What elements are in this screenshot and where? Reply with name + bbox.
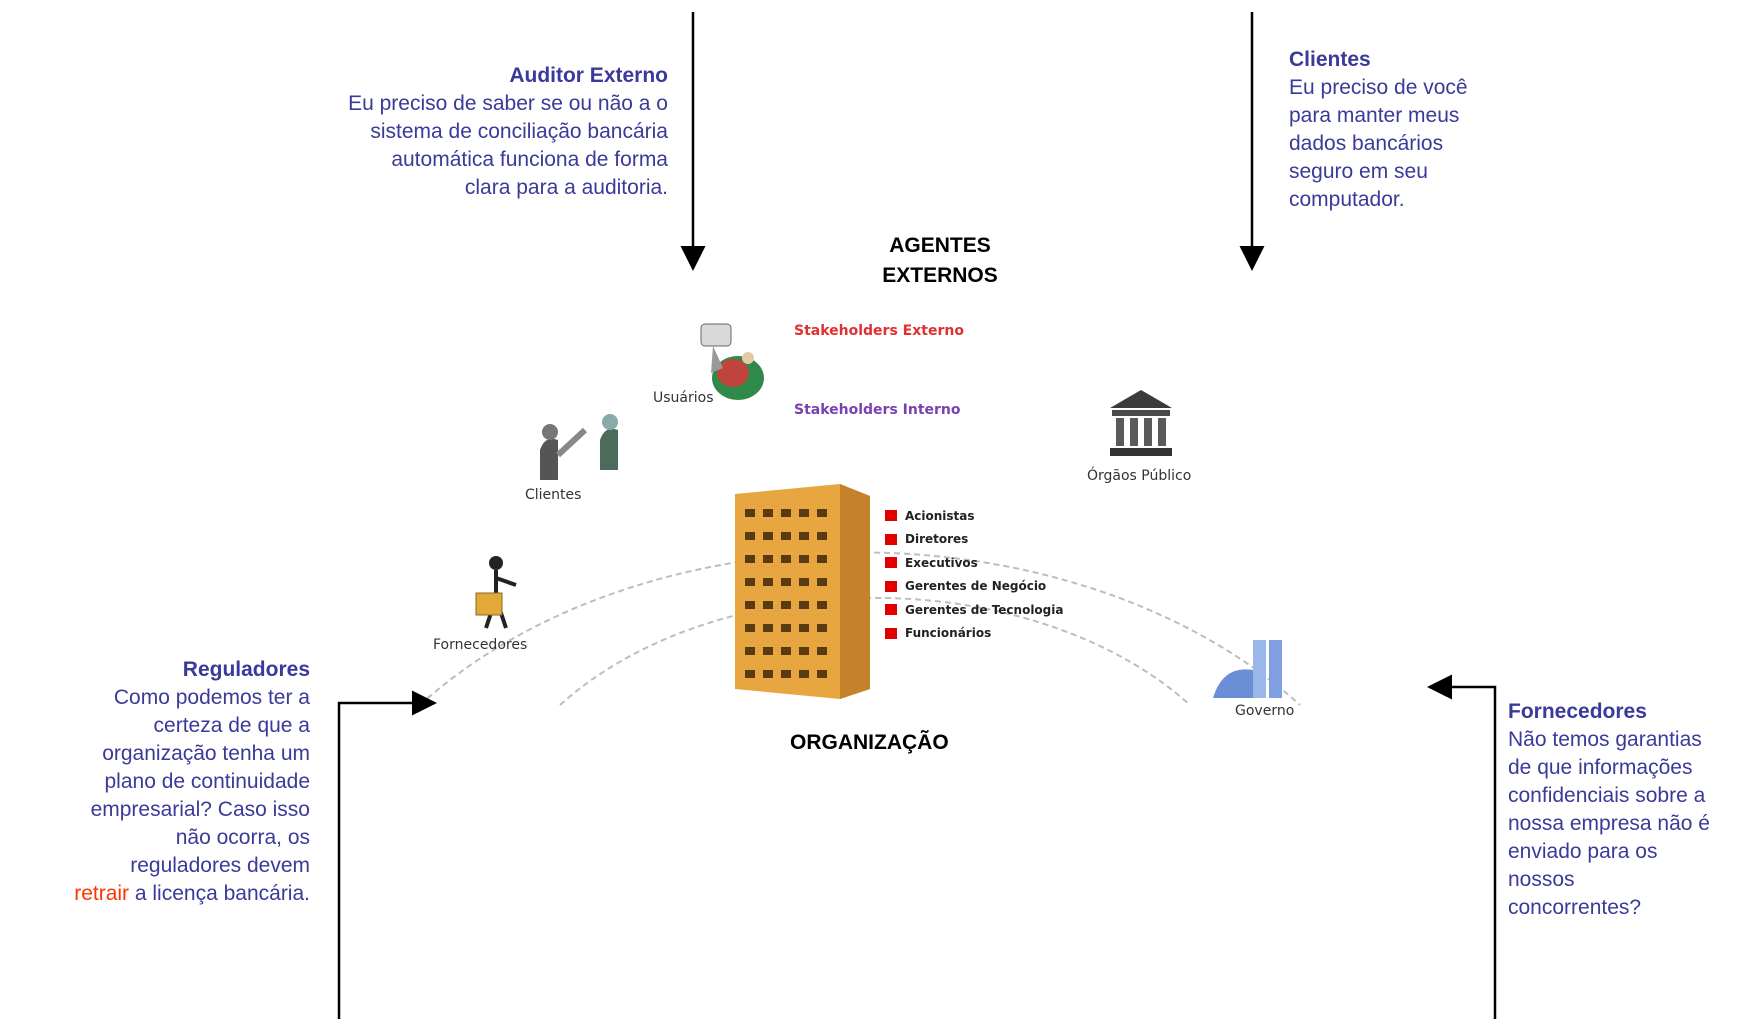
legend-square — [885, 580, 897, 592]
callout-clientes-line: dados bancários — [1289, 132, 1444, 155]
legend-label: Executivos — [905, 555, 978, 570]
callout-auditor-line: automática funciona de forma — [391, 148, 668, 171]
fornecedores-stakeholder-label: Fornecedores — [433, 637, 528, 653]
government-building-icon — [1213, 640, 1282, 698]
agentes-line2: EXTERNOS — [882, 264, 998, 287]
legend-square — [885, 533, 897, 545]
governo-label: Governo — [1235, 703, 1295, 719]
legend-square — [885, 557, 897, 569]
legend-item: Diretores — [885, 528, 1063, 552]
callout-auditor: Auditor Externo Eu preciso de saber se o… — [348, 62, 668, 202]
arrow-fornecedores — [1427, 674, 1497, 1019]
bank-building-icon — [1110, 390, 1172, 456]
callout-clientes-line: Eu preciso de você — [1289, 76, 1468, 99]
callout-reguladores-line: organização tenha um — [102, 742, 310, 765]
callout-reguladores-title: Reguladores — [182, 658, 310, 681]
usuarios-label: Usuários — [653, 390, 714, 406]
legend-label: Acionistas — [905, 508, 975, 523]
callout-fornecedores-line: nossa empresa não é — [1508, 812, 1710, 835]
callout-fornecedores-line: Não temos garantias — [1508, 728, 1702, 751]
legend-label: Diretores — [905, 532, 969, 547]
legend-label: Gerentes de Tecnologia — [905, 602, 1064, 617]
legend-square — [885, 627, 897, 639]
callout-fornecedores-line: concorrentes? — [1508, 896, 1642, 919]
callout-auditor-line: clara para a auditoria. — [464, 176, 668, 199]
arrow-reguladores — [337, 690, 437, 1019]
callout-clientes-line: para manter meus — [1289, 104, 1460, 127]
inner-arc — [559, 596, 1191, 706]
callout-reguladores-last-rest: a licença bancária. — [129, 882, 310, 905]
legend-square — [885, 510, 897, 522]
callout-fornecedores-line: enviado para os — [1508, 840, 1658, 863]
callout-fornecedores-title: Fornecedores — [1508, 700, 1647, 723]
callout-fornecedores: Fornecedores Não temos garantias de que … — [1508, 698, 1710, 922]
fornecedores-icon — [475, 556, 517, 629]
callout-reguladores-line: empresarial? Caso isso — [90, 798, 310, 821]
callout-reguladores-line: plano de continuidade — [104, 770, 310, 793]
office-building-icon — [735, 484, 870, 699]
callout-clientes-title: Clientes — [1289, 48, 1371, 71]
callout-clientes-line: seguro em seu — [1289, 160, 1428, 183]
callout-auditor-title: Auditor Externo — [509, 64, 668, 87]
legend-item: Funcionários — [885, 622, 1063, 646]
callout-fornecedores-line: de que informações — [1508, 756, 1693, 779]
legend-label: Gerentes de Negócio — [905, 579, 1047, 594]
callout-fornecedores-line: confidenciais sobre a — [1508, 784, 1706, 807]
organizacao-label: ORGANIZAÇÃO — [790, 731, 949, 754]
callout-clientes: Clientes Eu preciso de você para manter … — [1289, 46, 1468, 214]
highlight-word: retrair — [74, 882, 130, 905]
stakeholders-interno-label: Stakeholders Interno — [794, 402, 961, 418]
callout-reguladores-line: certeza de que a — [153, 714, 310, 737]
callout-fornecedores-line: nossos — [1508, 868, 1575, 891]
agentes-line1: AGENTES — [889, 234, 991, 257]
legend-item: Gerentes de Negócio — [885, 575, 1063, 599]
callout-reguladores-line: não ocorra, os — [175, 826, 310, 849]
usuarios-icon — [700, 323, 764, 400]
legend-item: Executivos — [885, 551, 1063, 575]
clientes-icon — [540, 414, 618, 480]
orgaos-label: Órgãos Público — [1087, 468, 1192, 484]
organization-legend: Acionistas Diretores Executivos Gerentes… — [885, 504, 1063, 645]
legend-item: Gerentes de Tecnologia — [885, 598, 1063, 622]
legend-square — [885, 604, 897, 616]
callout-clientes-line: computador. — [1289, 188, 1405, 211]
callout-reguladores-line: Como podemos ter a — [113, 686, 310, 709]
clientes-stakeholder-label: Clientes — [525, 487, 582, 503]
stakeholders-externo-label: Stakeholders Externo — [794, 323, 964, 339]
callout-reguladores-line: reguladores devem — [130, 854, 310, 877]
legend-item: Acionistas — [885, 504, 1063, 528]
legend-label: Funcionários — [905, 626, 992, 641]
callout-reguladores-last-line: retrair a licença bancária. — [74, 880, 310, 908]
callout-auditor-line: Eu preciso de saber se ou não a o — [348, 92, 668, 115]
callout-reguladores: Reguladores Como podemos ter a certeza d… — [74, 656, 310, 908]
callout-auditor-line: sistema de conciliação bancária — [370, 120, 668, 143]
agentes-externos-heading: AGENTES EXTERNOS — [850, 231, 1030, 291]
